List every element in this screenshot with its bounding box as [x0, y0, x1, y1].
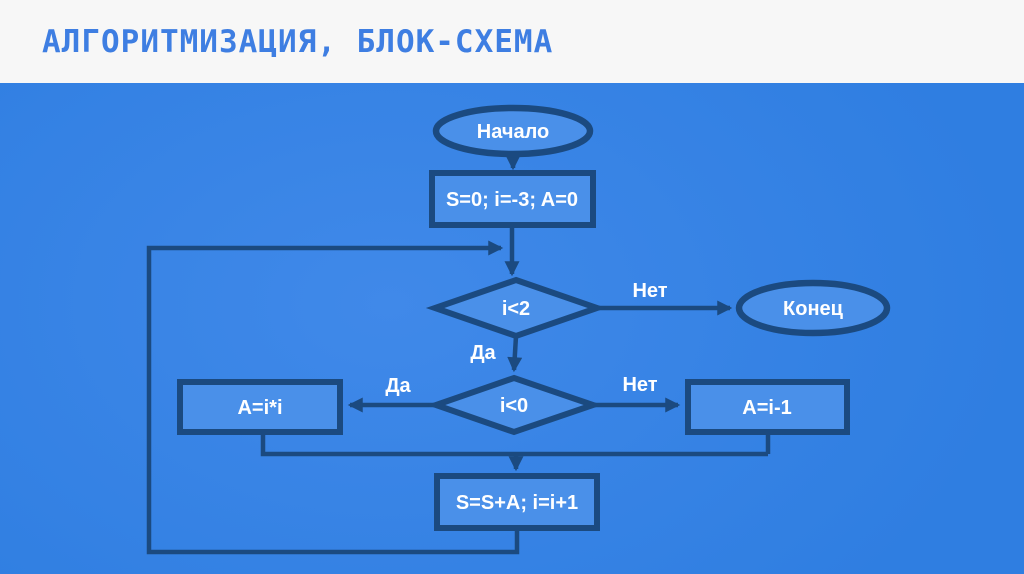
update-node-label: S=S+A; i=i+1 — [456, 492, 578, 514]
branch-right-node-label: A=i-1 — [742, 397, 791, 419]
flowchart-diagram: Начало S=0; i=-3; A=0 i<2 Нет Конец Да i… — [146, 104, 891, 555]
page-title: АЛГОРИТМИЗАЦИЯ, БЛОК-СХЕМА — [42, 23, 554, 60]
start-node — [432, 104, 594, 158]
edge-label-yes2: Да — [385, 375, 411, 397]
flowchart-canvas: Начало S=0; i=-3; A=0 i<2 Нет Конец Да i… — [0, 83, 1024, 574]
edge-merge-line — [260, 432, 771, 457]
edge-loop-back — [146, 240, 520, 555]
cond2-node-label: i<0 — [500, 395, 528, 417]
init-node — [429, 170, 596, 228]
cond1-node — [425, 276, 607, 340]
update-node — [434, 473, 600, 531]
edge-cond1-yes-to-cond2 — [507, 335, 523, 373]
cond2-node — [426, 374, 603, 436]
start-node-label: Начало — [477, 121, 549, 143]
end-node — [735, 279, 891, 337]
branch-left-node-label: A=i*i — [237, 397, 282, 419]
edge-label-yes1: Да — [470, 342, 496, 364]
end-node-label: Конец — [783, 298, 844, 320]
branch-left-node — [177, 379, 343, 435]
edge-label-no1: Нет — [632, 280, 667, 302]
edge-label-no2: Нет — [622, 374, 657, 396]
branch-right-node — [685, 379, 850, 435]
title-bar: АЛГОРИТМИЗАЦИЯ, БЛОК-СХЕМА — [0, 0, 1024, 83]
cond1-node-label: i<2 — [502, 298, 530, 320]
init-node-label: S=0; i=-3; A=0 — [446, 189, 578, 211]
